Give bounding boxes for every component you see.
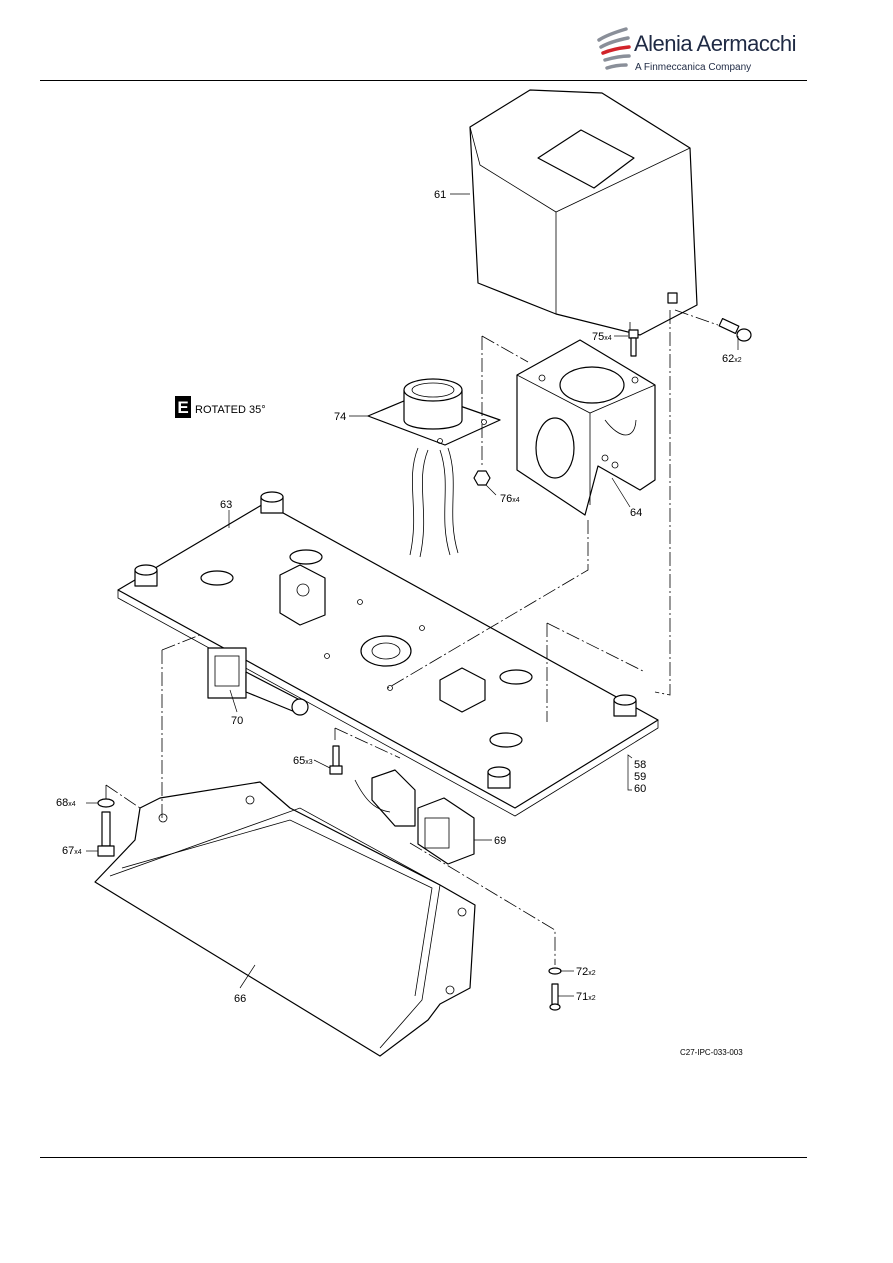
brand-logo: Alenia Aermacchi A Finmeccanica Company bbox=[596, 22, 796, 82]
swoosh-logo-icon bbox=[597, 27, 631, 70]
part-61-cover bbox=[469, 89, 698, 336]
hardware-68-washer bbox=[97, 798, 115, 808]
callout-68: 68x4 bbox=[56, 797, 76, 809]
leader-lines bbox=[86, 193, 739, 997]
callout-60: 60 bbox=[634, 783, 646, 795]
hardware-65-bolt bbox=[329, 745, 343, 775]
callout-76: 76x4 bbox=[500, 493, 520, 505]
hardware-75-screw bbox=[628, 329, 639, 357]
callout-75: 75x4 bbox=[592, 331, 612, 343]
callout-64: 64 bbox=[630, 507, 642, 519]
brand-name: Alenia Aermacchi bbox=[634, 31, 796, 56]
part-74-plate bbox=[367, 378, 501, 558]
hardware-72-washer bbox=[548, 967, 562, 975]
callout-67: 67x4 bbox=[62, 845, 82, 857]
hardware-62-screw bbox=[718, 317, 752, 342]
figure-id: C27-IPC-033-003 bbox=[680, 1048, 743, 1057]
callout-62: 62x2 bbox=[722, 353, 742, 365]
assembly-centerlines bbox=[105, 309, 719, 965]
callout-66: 66 bbox=[234, 993, 246, 1005]
header-rule bbox=[40, 80, 807, 81]
callout-59: 59 bbox=[634, 771, 646, 783]
view-badge bbox=[175, 396, 191, 418]
callout-61: 61 bbox=[434, 189, 446, 201]
callout-71: 71x2 bbox=[576, 991, 596, 1003]
callout-labels: 61 75x4 62x2 74 76x4 64 63 70 65x3 58 59… bbox=[56, 189, 742, 1005]
callout-58: 58 bbox=[634, 759, 646, 771]
hardware-67-bolt bbox=[97, 811, 115, 857]
part-64-bracket bbox=[516, 339, 656, 516]
part-69-connector bbox=[354, 769, 475, 865]
part-63-mounting-plate bbox=[117, 491, 659, 817]
brand-tagline: A Finmeccanica Company bbox=[635, 62, 752, 73]
callout-69: 69 bbox=[494, 835, 506, 847]
view-badge-letter: E bbox=[177, 398, 188, 417]
callout-70: 70 bbox=[231, 715, 243, 727]
callout-63: 63 bbox=[220, 499, 232, 511]
hardware-71-bolt bbox=[549, 983, 561, 1011]
callout-65: 65x3 bbox=[293, 755, 313, 767]
rotated-note: E ROTATED 35° bbox=[175, 396, 266, 418]
hardware-76-nut bbox=[473, 470, 491, 486]
callout-72: 72x2 bbox=[576, 966, 596, 978]
part-66-tray bbox=[94, 781, 476, 1057]
part-70-connector bbox=[207, 647, 309, 716]
rotated-note-text: ROTATED 35° bbox=[195, 404, 266, 416]
callout-74: 74 bbox=[334, 411, 346, 423]
footer-rule bbox=[40, 1157, 807, 1158]
